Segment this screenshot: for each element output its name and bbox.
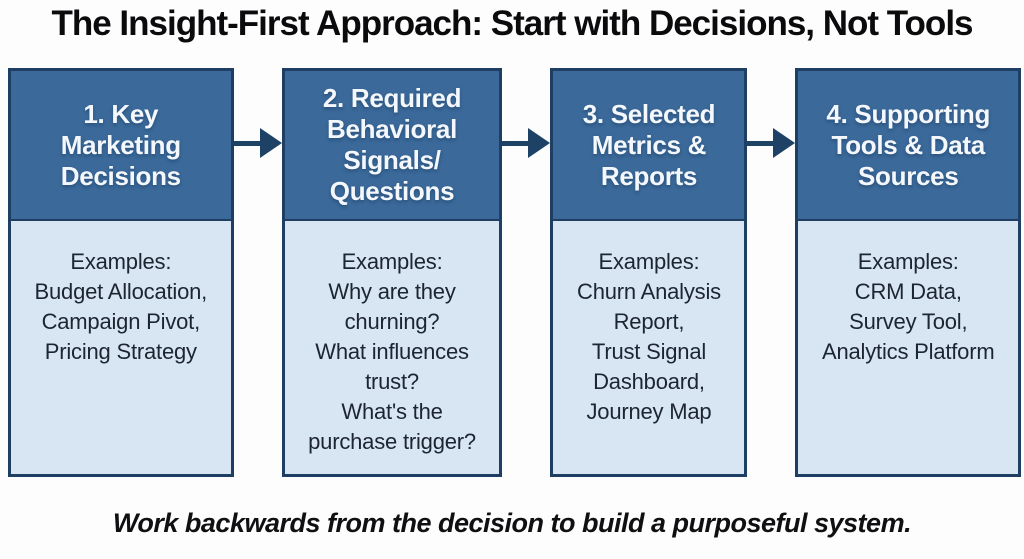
connector-1 bbox=[233, 68, 282, 477]
step-4-examples: Examples: CRM Data, Survey Tool, Analyti… bbox=[822, 249, 995, 364]
process-flow: 1. Key Marketing Decisions Examples: Bud… bbox=[8, 68, 1022, 477]
arrow-shaft bbox=[233, 140, 260, 146]
arrow-shaft bbox=[502, 140, 529, 146]
arrow-head bbox=[528, 128, 551, 158]
step-3-examples: Examples: Churn Analysis Report, Trust S… bbox=[577, 249, 721, 424]
arrow-right-icon bbox=[747, 128, 796, 158]
step-2-examples: Examples: Why are they churning? What in… bbox=[308, 249, 476, 454]
arrow-right-icon bbox=[233, 128, 282, 158]
page-title: The Insight-First Approach: Start with D… bbox=[51, 4, 973, 43]
arrow-head bbox=[773, 128, 796, 158]
footer-note: Work backwards from the decision to buil… bbox=[112, 508, 912, 538]
step-box-3: 3. Selected Metrics & Reports Examples: … bbox=[550, 68, 748, 477]
step-4-header: 4. Supporting Tools & Data Sources bbox=[798, 71, 1019, 221]
step-1-examples: Examples: Budget Allocation, Campaign Pi… bbox=[34, 249, 208, 364]
step-3-header: 3. Selected Metrics & Reports bbox=[553, 71, 745, 221]
arrow-shaft bbox=[747, 140, 774, 146]
step-2-header: 2. Required Behavioral Signals/ Question… bbox=[284, 71, 500, 221]
step-box-1: 1. Key Marketing Decisions Examples: Bud… bbox=[8, 68, 234, 477]
step-box-4: 4. Supporting Tools & Data Sources Examp… bbox=[795, 68, 1022, 477]
connector-3 bbox=[747, 68, 796, 477]
arrow-head bbox=[259, 128, 282, 158]
arrow-right-icon bbox=[502, 128, 551, 158]
step-1-header: 1. Key Marketing Decisions bbox=[11, 71, 231, 221]
connector-2 bbox=[502, 68, 551, 477]
step-box-2: 2. Required Behavioral Signals/ Question… bbox=[281, 68, 503, 477]
